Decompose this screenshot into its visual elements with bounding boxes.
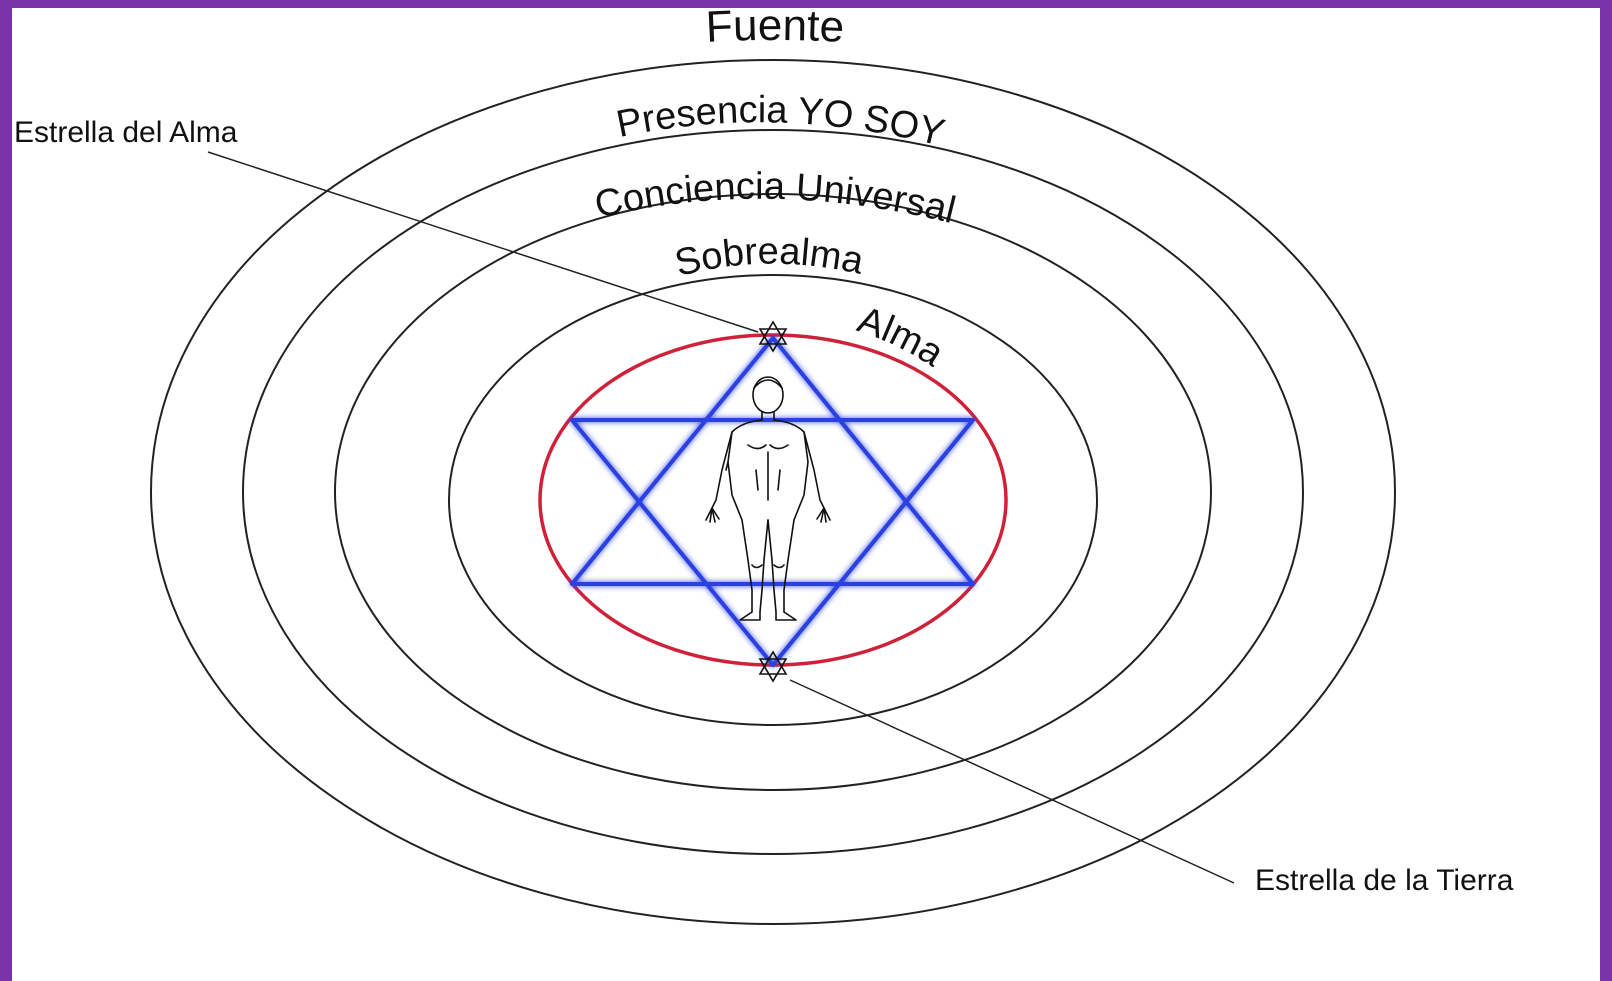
ring-label-sobrealma: Sobrealma (671, 231, 868, 285)
star-triangle-down (572, 420, 973, 665)
ring-alma (540, 335, 1006, 665)
ring-label-fuente: Fuente (705, 1, 846, 52)
star-of-david-icon (572, 338, 973, 665)
ring-sobrealma (449, 275, 1097, 725)
ring-label-conciencia: Conciencia Universal (591, 166, 960, 232)
earth-star-leader (790, 680, 1234, 883)
star-triangle-up (572, 338, 973, 584)
ring-conciencia (335, 194, 1211, 790)
ring-label-presencia: Presencia YO SOY (613, 89, 949, 154)
earth-star-label: Estrella de la Tierra (1255, 864, 1514, 897)
soul-star-label: Estrella del Alma (14, 116, 238, 149)
